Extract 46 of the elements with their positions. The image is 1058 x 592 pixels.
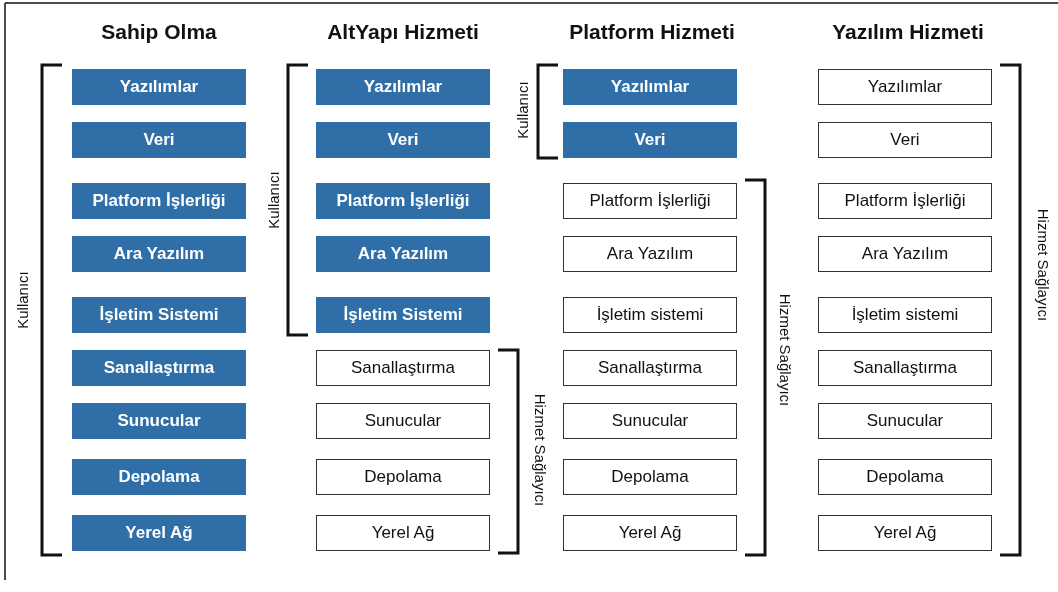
layer-box: Depolama <box>563 459 737 495</box>
layer-box: Sanallaştırma <box>316 350 490 386</box>
layer-box: Ara Yazılım <box>563 236 737 272</box>
bracket-label: Kullanıcı <box>13 271 31 329</box>
layer-box: İşletim sistemi <box>818 297 992 333</box>
layer-box: Depolama <box>818 459 992 495</box>
layer-box: Depolama <box>72 459 246 495</box>
layer-box: Sunucular <box>818 403 992 439</box>
layer-box: İşletim Sistemi <box>72 297 246 333</box>
column-heading: Yazılım Hizmeti <box>832 20 984 44</box>
layer-box: Yazılımlar <box>72 69 246 105</box>
column-heading: Sahip Olma <box>101 20 217 44</box>
layer-box: Sanallaştırma <box>563 350 737 386</box>
column-heading: Platform Hizmeti <box>569 20 735 44</box>
layer-box: İşletim Sistemi <box>316 297 490 333</box>
layer-box: Sunucular <box>316 403 490 439</box>
layer-box: Sanallaştırma <box>72 350 246 386</box>
layer-box: Depolama <box>316 459 490 495</box>
layer-box: Sunucular <box>72 403 246 439</box>
layer-box: Yazılımlar <box>563 69 737 105</box>
bracket-label: Kullanıcı <box>264 171 282 229</box>
layer-box: Veri <box>72 122 246 158</box>
layer-box: Yazılımlar <box>316 69 490 105</box>
layer-box: Platform İşlerliği <box>563 183 737 219</box>
layer-box: Ara Yazılım <box>316 236 490 272</box>
layer-box: Veri <box>316 122 490 158</box>
bracket-label: Hizmet Sağlayıcı <box>531 393 549 507</box>
layer-box: Platform İşlerliği <box>316 183 490 219</box>
bracket-label: Kullanıcı <box>513 81 531 139</box>
bracket-label: Hizmet Sağlayıcı <box>1034 208 1052 322</box>
layer-box: Yerel Ağ <box>72 515 246 551</box>
column-heading: AltYapı Hizmeti <box>327 20 479 44</box>
layer-box: Platform İşlerliği <box>72 183 246 219</box>
layer-box: Yerel Ağ <box>316 515 490 551</box>
layer-box: Ara Yazılım <box>818 236 992 272</box>
layer-box: İşletim sistemi <box>563 297 737 333</box>
layer-box: Veri <box>818 122 992 158</box>
layer-box: Veri <box>563 122 737 158</box>
layer-box: Yerel Ağ <box>818 515 992 551</box>
layer-box: Ara Yazılım <box>72 236 246 272</box>
bracket-label: Hizmet Sağlayıcı <box>776 293 794 407</box>
layer-box: Yazılımlar <box>818 69 992 105</box>
layer-box: Sunucular <box>563 403 737 439</box>
layer-box: Yerel Ağ <box>563 515 737 551</box>
layer-box: Sanallaştırma <box>818 350 992 386</box>
layer-box: Platform İşlerliği <box>818 183 992 219</box>
